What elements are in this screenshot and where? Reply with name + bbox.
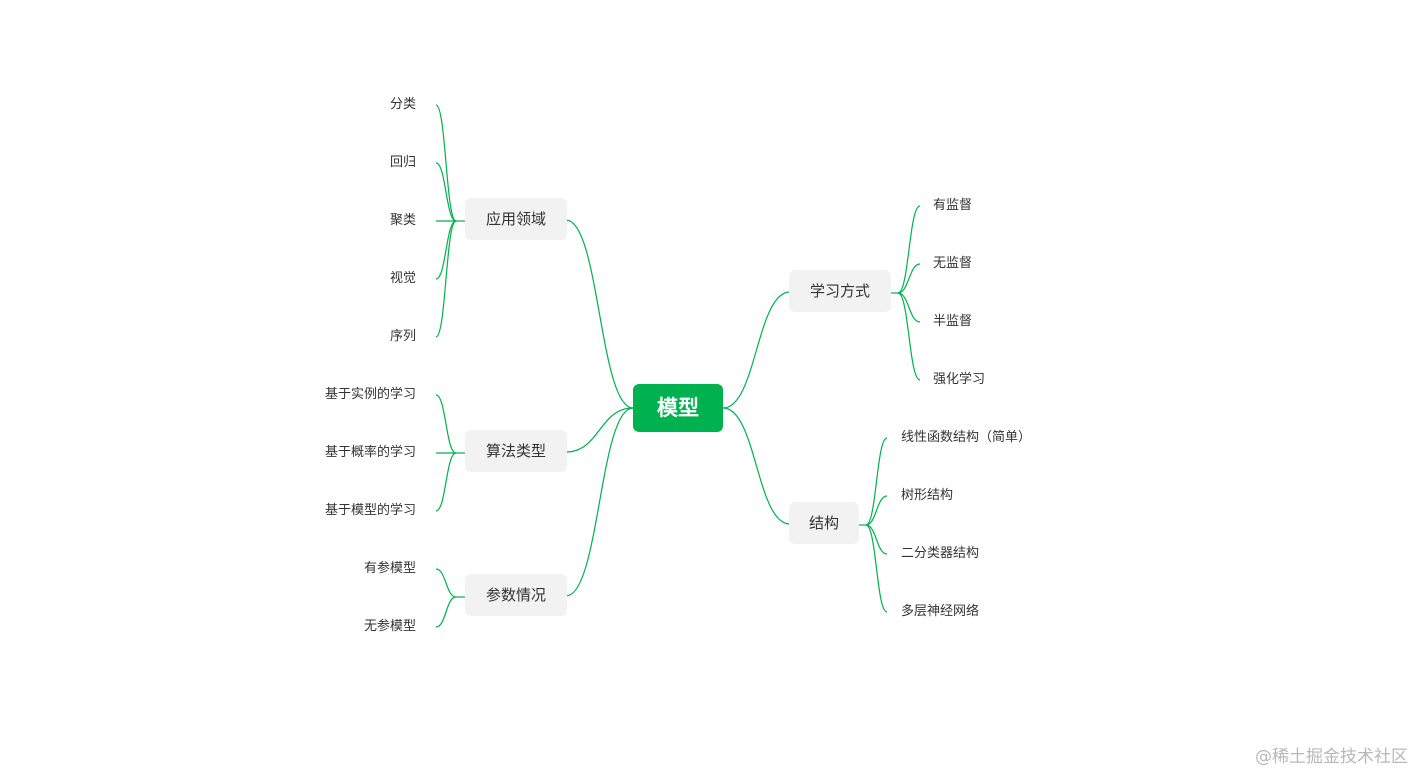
edge-structure-leaf-1	[865, 495, 888, 526]
leaf-node-unsupervised[interactable]: 无监督	[933, 256, 973, 271]
leaf-node-instance-based[interactable]: 基于实例的学习	[324, 387, 416, 402]
leaf-node-parametric[interactable]: 有参模型	[363, 561, 416, 576]
edge-params-leaf-0	[435, 568, 457, 598]
leaf-node-linear-structure[interactable]: 线性函数结构（简单）	[901, 430, 1032, 445]
edge-application-leaf-3	[435, 220, 457, 280]
edge-root-application	[565, 219, 634, 409]
edge-learning-leaf-0	[897, 205, 921, 294]
leaf-node-nonparametric[interactable]: 无参模型	[363, 619, 416, 634]
edge-learning-leaf-1	[897, 263, 921, 294]
leaf-node-vision[interactable]: 视觉	[389, 271, 416, 286]
leaf-node-neural-network[interactable]: 多层神经网络	[901, 604, 980, 619]
edge-root-params	[565, 407, 634, 597]
branch-node-structure[interactable]: 结构	[789, 502, 859, 544]
leaf-node-classification[interactable]: 分类	[389, 97, 416, 112]
edge-params-leaf-1	[435, 596, 457, 628]
branch-node-params[interactable]: 参数情况	[465, 574, 567, 616]
edge-structure-leaf-3	[865, 524, 888, 613]
edge-application-leaf-4	[435, 220, 457, 338]
edge-application-leaf-1	[435, 162, 457, 222]
branch-node-learning[interactable]: 学习方式	[789, 270, 891, 312]
leaf-node-reinforcement[interactable]: 强化学习	[933, 372, 986, 387]
leaf-node-clustering[interactable]: 聚类	[389, 213, 416, 228]
leaf-node-regression[interactable]: 回归	[389, 155, 416, 170]
leaf-node-supervised[interactable]: 有监督	[933, 198, 973, 213]
leaf-node-tree-structure[interactable]: 树形结构	[901, 488, 954, 503]
leaf-node-sequence[interactable]: 序列	[389, 329, 416, 344]
branch-node-algorithm[interactable]: 算法类型	[465, 430, 567, 472]
edge-algorithm-leaf-2	[435, 452, 457, 512]
leaf-node-binary-classifier-structure[interactable]: 二分类器结构	[901, 546, 980, 561]
watermark: @稀土掘金技术社区	[1255, 747, 1408, 767]
edge-root-structure	[722, 407, 791, 525]
edge-algorithm-leaf-0	[435, 394, 457, 454]
edge-root-learning	[722, 291, 791, 409]
root-node[interactable]: 模型	[633, 384, 723, 432]
edge-application-leaf-0	[435, 104, 457, 222]
leaf-node-probability-based[interactable]: 基于概率的学习	[324, 445, 416, 460]
branch-node-application[interactable]: 应用领域	[465, 198, 567, 240]
leaf-node-model-based[interactable]: 基于模型的学习	[324, 503, 416, 518]
edge-structure-leaf-0	[865, 437, 888, 526]
leaf-node-semi-supervised[interactable]: 半监督	[933, 314, 973, 329]
edge-learning-leaf-3	[897, 292, 921, 381]
edge-root-algorithm	[565, 407, 634, 453]
